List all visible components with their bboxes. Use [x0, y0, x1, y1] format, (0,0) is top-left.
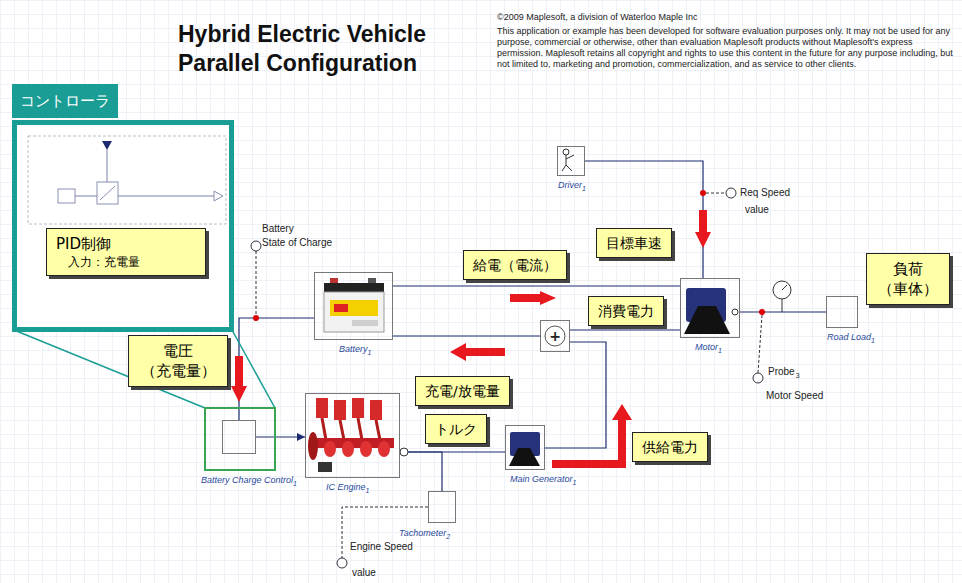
callout-box: 給電（電流）	[463, 250, 567, 280]
callout-note: 入力：充電量	[68, 254, 196, 270]
engine-block: IC Engine1	[305, 393, 400, 478]
callout-text: 電圧 （充電量）	[138, 341, 218, 381]
probe-label: State of Charge	[262, 237, 332, 249]
block-name-text: Main Generator	[510, 474, 573, 484]
junction-dots	[253, 190, 765, 456]
callout-box: 目標車速	[596, 228, 672, 258]
motor-picture	[684, 288, 738, 334]
block-name-text: Battery Charge Control	[201, 475, 293, 485]
block-name: Battery1	[339, 344, 371, 358]
arrow-head	[297, 433, 305, 441]
block-name-text: Battery	[339, 344, 368, 354]
wire-line	[393, 335, 540, 336]
callout-text: 充電/放電量	[425, 382, 500, 400]
callout-box: 負荷 （車体）	[866, 253, 950, 305]
instance-number: 1	[718, 347, 722, 354]
panel-tab: コントローラ	[12, 84, 118, 118]
callout-text: 負荷 （車体）	[876, 259, 940, 299]
callout-box: トルク	[425, 414, 487, 444]
callout-box: 充電/放電量	[415, 376, 510, 406]
wire-line	[239, 318, 314, 420]
block-name-text: IC Engine	[326, 482, 366, 492]
probe-leaders	[256, 193, 762, 558]
instance-number: 1	[573, 479, 577, 486]
probe-label: value	[352, 567, 376, 579]
controller-panel: コントローラPID制御入力：充電量	[12, 120, 234, 332]
adder-sign: +	[541, 321, 569, 351]
callout-text: トルク	[435, 420, 477, 438]
instance-number: 3	[796, 372, 800, 380]
probe-label: Battery	[262, 223, 294, 235]
battery-picture	[324, 278, 384, 332]
controller-miniature	[17, 125, 229, 327]
wire-line	[570, 329, 680, 330]
callout-text: 給電（電流）	[473, 256, 557, 274]
signal-wire	[545, 342, 606, 448]
driver-block: Driver1	[557, 146, 585, 176]
copyright-note: ©2009 Maplesoft, a division of Waterloo …	[497, 12, 697, 23]
probe-label: value	[745, 204, 769, 216]
block-name: Battery Charge Control1	[201, 475, 297, 489]
instance-number: 1	[366, 487, 370, 494]
signal-wire	[256, 433, 305, 441]
block-name: IC Engine1	[326, 482, 369, 496]
block-name: Road Load1	[827, 332, 875, 346]
road-load-block: Road Load1	[826, 296, 858, 328]
wire-line	[400, 452, 442, 491]
probe-label: Engine Speed	[350, 541, 413, 553]
probe-circles	[251, 188, 763, 568]
callout-box: 供給電力	[632, 432, 708, 462]
engine-picture	[308, 398, 394, 472]
probe-label: Probe	[768, 366, 795, 378]
instance-number: 1	[293, 480, 297, 487]
generator-picture	[509, 432, 540, 466]
diagram-title: Hybrid Electric Vehicle Parallel Configu…	[178, 20, 448, 78]
instance-number: 1	[368, 349, 372, 356]
block-name: Motor1	[695, 342, 722, 356]
callout-title: PID制御	[56, 234, 196, 254]
disclaimer-text: This application or example has been dev…	[497, 26, 955, 70]
block-name-text: Road Load	[827, 332, 871, 342]
instance-number: 2	[446, 533, 450, 540]
wire-line	[740, 311, 826, 312]
block-name: Tachometer2	[399, 528, 450, 542]
flow-arrows	[231, 210, 711, 468]
callout-text: 消費電力	[598, 302, 654, 320]
callout-text: 供給電力	[642, 438, 698, 456]
speed-sensor	[773, 281, 791, 312]
probe-label: Motor Speed	[766, 390, 823, 402]
signal-wire	[740, 312, 826, 313]
wire-line	[585, 161, 703, 278]
probe-label: Req Speed	[740, 187, 790, 199]
block-name-text: Tachometer	[399, 528, 446, 538]
callout-box: PID制御入力：充電量	[46, 228, 206, 276]
adder-block: +	[540, 320, 570, 352]
block-name-text: Motor	[695, 342, 718, 352]
block-name-text: Driver	[558, 180, 582, 190]
tachometer-block: Tachometer2	[428, 491, 456, 523]
instance-number: 1	[871, 337, 875, 344]
callout-box: 電圧 （充電量）	[128, 335, 228, 387]
wire-line	[545, 342, 606, 448]
signal-wire	[393, 336, 540, 337]
block-name: Driver1	[558, 180, 586, 194]
zoom-lines	[14, 330, 275, 470]
block-name: Main Generator1	[510, 474, 576, 488]
instance-number: 1	[582, 185, 586, 192]
callout-text: 目標車速	[606, 234, 662, 252]
callout-box: 消費電力	[588, 296, 664, 326]
generator-block: Main Generator1	[505, 425, 545, 470]
signal-wire	[400, 452, 442, 491]
signal-wire	[393, 286, 680, 287]
controller-block: Battery Charge Control1	[222, 420, 256, 454]
battery-block: Battery1	[314, 272, 393, 340]
signal-wire	[585, 161, 703, 278]
wire-line	[393, 285, 680, 286]
driver-icon	[562, 149, 574, 171]
signal-wire	[570, 330, 680, 331]
signal-wire	[239, 318, 314, 420]
motor-block: Motor1	[680, 278, 740, 338]
